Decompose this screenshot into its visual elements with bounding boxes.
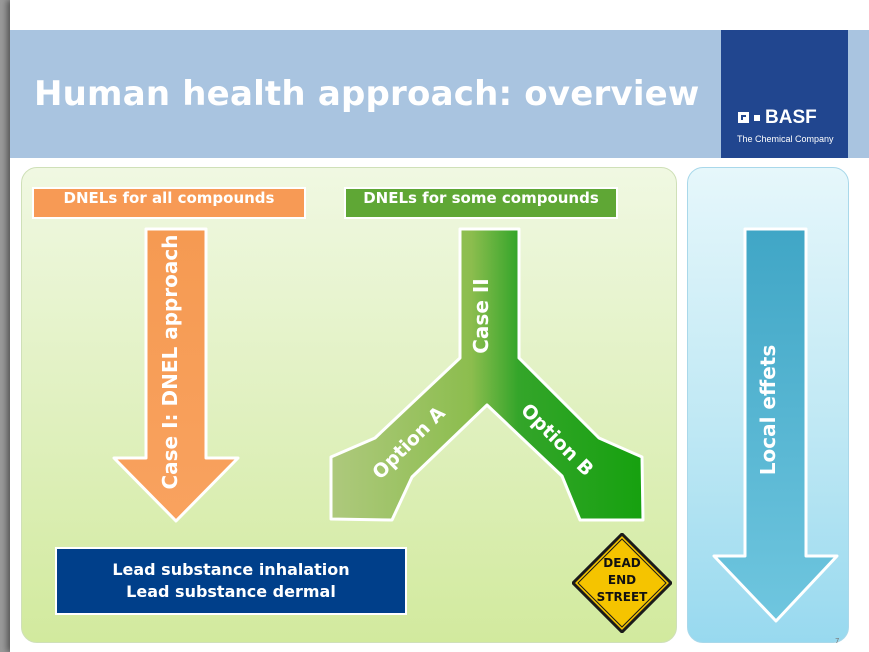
logo-name: BASF <box>765 107 817 128</box>
basf-logo-icon: BASF The Chemical Company <box>721 30 848 158</box>
case2-fork-arrow <box>329 227 645 522</box>
sign-line-dead: DEAD <box>603 556 641 570</box>
dead-end-street-sign-icon: DEAD END STREET <box>570 531 674 635</box>
case1-arrow <box>112 227 240 523</box>
sign-line-end: END <box>607 573 637 587</box>
logo-tagline: The Chemical Company <box>737 134 834 144</box>
lead-line-dermal: Lead substance dermal <box>126 582 336 601</box>
case1-label: Case I: DNEL approach <box>158 234 182 490</box>
case2-label: Case II <box>469 278 493 354</box>
sign-text: DEAD END STREET <box>572 555 672 606</box>
lead-substance-box: Lead substance inhalation Lead substance… <box>55 547 407 615</box>
sign-line-street: STREET <box>596 590 648 604</box>
lead-line-inhalation: Lead substance inhalation <box>112 560 350 579</box>
slide-title: Human health approach: overview <box>34 74 700 114</box>
label-dnels-some-compounds: DNELs for some compounds <box>344 187 618 219</box>
local-effects-arrow <box>712 227 839 623</box>
sign-diamond <box>570 531 674 635</box>
page-number: 7 <box>835 637 840 645</box>
local-effects-label: Local effets <box>756 344 780 476</box>
label-dnels-all-compounds: DNELs for all compounds <box>32 187 306 219</box>
